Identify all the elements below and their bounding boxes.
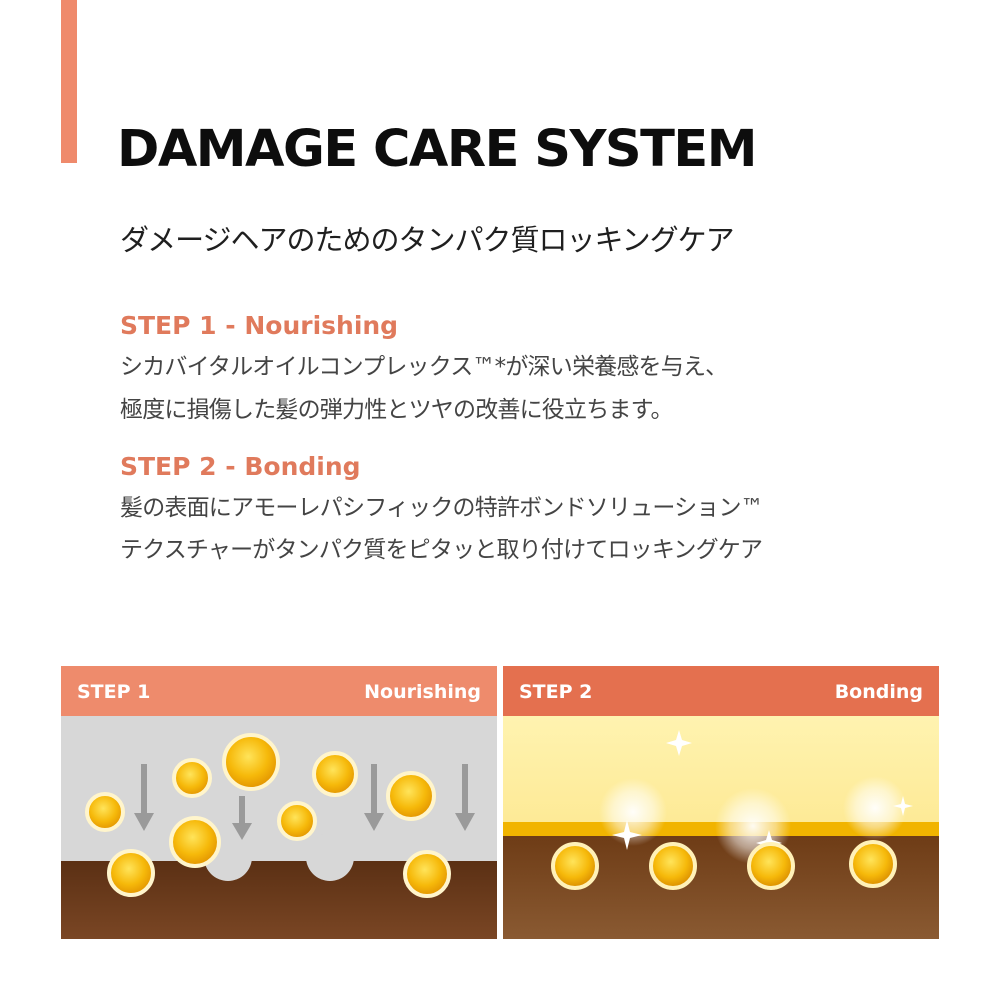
- oil-droplet: [172, 758, 212, 798]
- bonding-illustration: [503, 716, 939, 939]
- oil-droplets: [85, 733, 451, 898]
- page-subtitle: ダメージヘアのためのタンパク質ロッキングケア: [120, 223, 735, 257]
- sparkle-glow: [843, 776, 907, 840]
- step-2-panel-name: Bonding: [834, 681, 923, 703]
- sparkle-icon: [612, 820, 642, 850]
- oil-droplet: [222, 733, 280, 791]
- damage-notch: [306, 833, 354, 881]
- down-arrows: [134, 764, 475, 840]
- sparkle-glow: [599, 778, 667, 846]
- oil-droplet: [85, 792, 125, 832]
- step-2-panel: STEP 2 Bonding: [503, 666, 939, 939]
- step-1-panel: STEP 1 Nourishing: [61, 666, 497, 939]
- down-arrow-icon: [455, 764, 475, 831]
- oil-droplet: [403, 850, 451, 898]
- step-1-panel-label: STEP 1: [77, 681, 151, 703]
- down-arrow-icon: [364, 764, 384, 831]
- bonded-droplets: [551, 840, 897, 890]
- page-title: DAMAGE CARE SYSTEM: [117, 120, 758, 179]
- oil-droplet: [849, 840, 897, 888]
- nourishing-illustration: [61, 716, 497, 939]
- step-2-panel-header: STEP 2 Bonding: [503, 666, 939, 716]
- accent-bar: [61, 0, 77, 163]
- step-1-panel-header: STEP 1 Nourishing: [61, 666, 497, 716]
- down-arrow-icon: [232, 796, 252, 840]
- down-arrow-icon: [134, 764, 154, 831]
- oil-droplet: [386, 771, 436, 821]
- oil-droplet: [551, 842, 599, 890]
- oil-droplet: [312, 751, 358, 797]
- oil-droplet: [169, 816, 221, 868]
- step-2-panel-label: STEP 2: [519, 681, 593, 703]
- step-2-line-1: 髪の表面にアモーレパシフィックの特許ボンドソリューション™: [120, 495, 764, 521]
- sparkle-icon: [666, 730, 692, 756]
- step-1-line-1: シカバイタルオイルコンプレックス™*が深い栄養感を与え、: [120, 354, 728, 380]
- step-1-line-2: 極度に損傷した髪の弾力性とツヤの改善に役立ちます。: [120, 397, 674, 423]
- step-2-title: STEP 2 - Bonding: [120, 452, 361, 481]
- step-2-line-2: テクスチャーがタンパク質をピタッと取り付けてロッキングケア: [120, 537, 763, 563]
- oil-droplet: [107, 849, 155, 897]
- step-1-title: STEP 1 - Nourishing: [120, 311, 399, 340]
- sparkle-icon: [893, 796, 913, 816]
- oil-droplet: [649, 842, 697, 890]
- step-1-panel-name: Nourishing: [364, 681, 481, 703]
- oil-droplet: [277, 801, 317, 841]
- oil-droplet: [747, 842, 795, 890]
